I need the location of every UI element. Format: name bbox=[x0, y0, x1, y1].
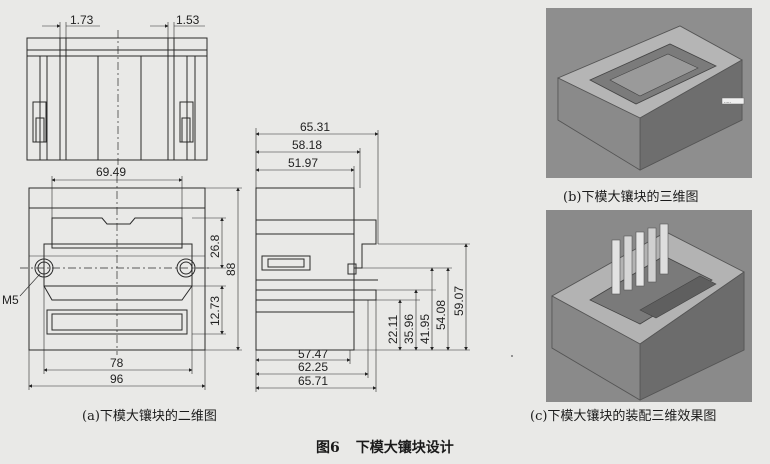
dim-35-96: 35.96 bbox=[402, 314, 416, 344]
figure-caption: 图6 下模大镶块设计 bbox=[316, 437, 454, 457]
dim-69-49: 69.49 bbox=[96, 165, 126, 179]
dim-22-11: 22.11 bbox=[386, 315, 400, 344]
dim-41-95: 41.95 bbox=[418, 314, 432, 344]
dim-65-31: 65.31 bbox=[300, 120, 330, 134]
dim-62-25: 62.25 bbox=[298, 360, 328, 374]
figure-caption-number: 图6 bbox=[316, 440, 340, 456]
caption-c: (c)下模大镶块的装配三维效果图 bbox=[530, 409, 717, 424]
caption-b: (b)下模大镶块的三维图 bbox=[563, 190, 699, 205]
speck-mark bbox=[511, 355, 513, 357]
figure-caption-text: 下模大镶块设计 bbox=[355, 440, 454, 456]
dim-65-71: 65.71 bbox=[298, 374, 328, 388]
side-view-drawing bbox=[255, 128, 470, 392]
render-3d-assembly bbox=[546, 210, 752, 402]
dim-59-07: 59.07 bbox=[452, 286, 466, 316]
thread-label-m5: M5 bbox=[2, 293, 19, 307]
dim-top-1-73: 1.73 bbox=[70, 13, 94, 27]
dim-78: 78 bbox=[110, 356, 124, 370]
dim-top-1-53: 1.53 bbox=[176, 13, 200, 27]
dim-58-18: 58.18 bbox=[292, 138, 322, 152]
top-view-drawing bbox=[26, 22, 208, 165]
dim-57-47: 57.47 bbox=[298, 347, 328, 361]
render-tag: ..... bbox=[724, 99, 731, 105]
dim-51-97: 51.97 bbox=[288, 156, 318, 170]
render-3d-insert bbox=[546, 8, 752, 178]
dim-88: 88 bbox=[224, 262, 238, 276]
dim-26-8: 26.8 bbox=[208, 234, 222, 258]
caption-a: (a)下模大镶块的二维图 bbox=[82, 409, 217, 424]
front-view-drawing bbox=[19, 175, 242, 390]
dim-96: 96 bbox=[110, 372, 124, 386]
dim-12-73: 12.73 bbox=[208, 296, 222, 326]
dim-54-08: 54.08 bbox=[434, 300, 448, 330]
